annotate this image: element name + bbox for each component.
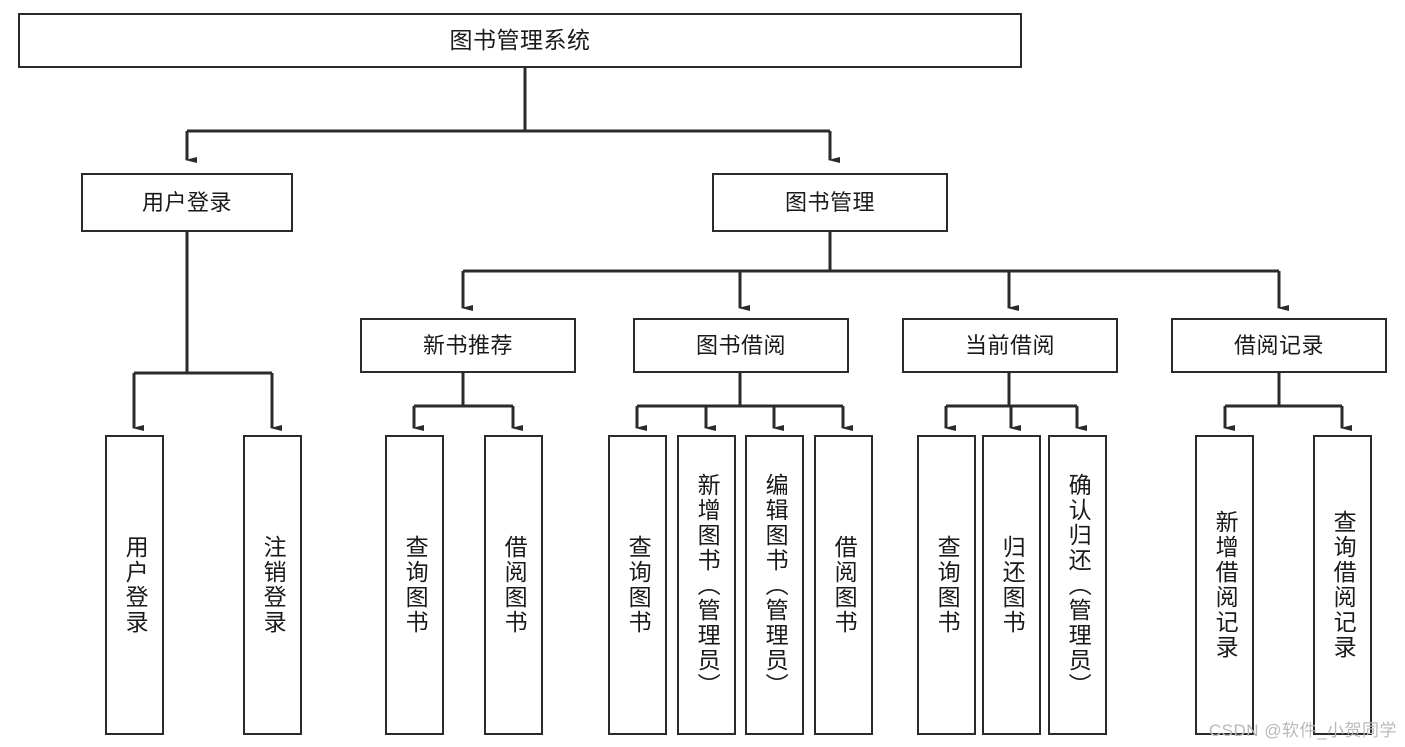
leaf-query-record[interactable]: 查询借阅记录 — [1313, 435, 1372, 735]
node-label: 图书管理系统 — [449, 27, 591, 54]
node-label: 当前借阅 — [964, 332, 1055, 358]
leaf-borrow-book-2[interactable]: 借阅图书 — [814, 435, 873, 735]
leaf-query-book-2[interactable]: 查询图书 — [608, 435, 667, 735]
node-book-manage[interactable]: 图书管理 — [712, 173, 948, 232]
leaf-logout-login[interactable]: 注销登录 — [243, 435, 302, 735]
leaf-add-book[interactable]: 新增图书（管理员） — [677, 435, 736, 735]
node-label: 查询借阅记录 — [1330, 510, 1357, 660]
node-label: 注销登录 — [260, 535, 287, 635]
leaf-query-book-1[interactable]: 查询图书 — [385, 435, 444, 735]
node-label: 编辑图书（管理员） — [762, 472, 789, 698]
node-label: 确认归还（管理员） — [1065, 472, 1092, 698]
node-new-book-recommend[interactable]: 新书推荐 — [360, 318, 576, 373]
csdn-watermark: CSDN @软件_小贺同学 — [1208, 721, 1397, 740]
node-label: 用户登录 — [122, 535, 149, 635]
node-label: 新书推荐 — [422, 332, 513, 358]
leaf-borrow-book-1[interactable]: 借阅图书 — [484, 435, 543, 735]
node-current-borrow[interactable]: 当前借阅 — [902, 318, 1118, 373]
node-label: 图书借阅 — [695, 332, 786, 358]
node-label: 查询图书 — [934, 535, 961, 635]
node-label: 借阅记录 — [1233, 332, 1324, 358]
node-label: 新增图书（管理员） — [694, 472, 721, 698]
node-label: 归还图书 — [999, 535, 1026, 635]
node-label: 查询图书 — [625, 535, 652, 635]
node-book-borrow[interactable]: 图书借阅 — [633, 318, 849, 373]
leaf-return-book[interactable]: 归还图书 — [982, 435, 1041, 735]
leaf-confirm-return[interactable]: 确认归还（管理员） — [1048, 435, 1107, 735]
node-label: 图书管理 — [784, 189, 875, 215]
node-label: 借阅图书 — [831, 535, 858, 635]
node-label: 新增借阅记录 — [1212, 510, 1239, 660]
node-borrow-record[interactable]: 借阅记录 — [1171, 318, 1387, 373]
leaf-add-record[interactable]: 新增借阅记录 — [1195, 435, 1254, 735]
node-label: 用户登录 — [141, 189, 232, 215]
node-user-login[interactable]: 用户登录 — [81, 173, 293, 232]
node-label: 借阅图书 — [501, 535, 528, 635]
leaf-edit-book[interactable]: 编辑图书（管理员） — [745, 435, 804, 735]
leaf-user-login[interactable]: 用户登录 — [105, 435, 164, 735]
leaf-query-book-3[interactable]: 查询图书 — [917, 435, 976, 735]
node-root-system[interactable]: 图书管理系统 — [18, 13, 1022, 68]
node-label: 查询图书 — [402, 535, 429, 635]
